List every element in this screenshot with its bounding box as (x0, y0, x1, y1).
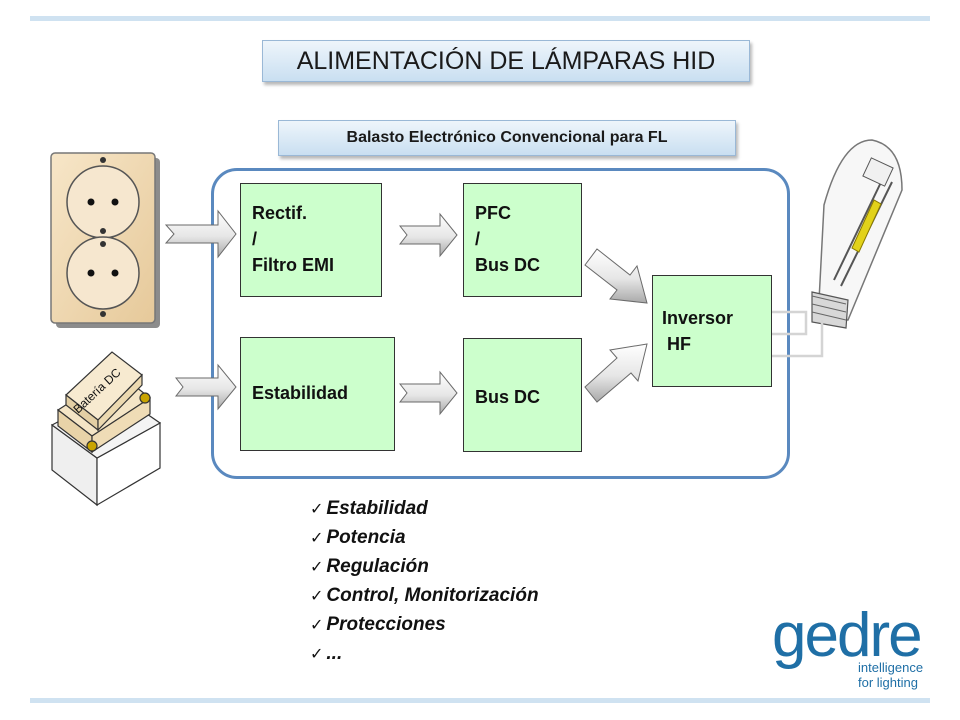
list-item: ✓... (310, 643, 343, 664)
diagram-subtitle: Balasto Electrónico Convencional para FL (278, 120, 736, 156)
block-rectif-label: Rectif. / Filtro EMI (252, 203, 334, 275)
check-icon: ✓ (310, 646, 324, 663)
arrow-socket-to-rectif (164, 209, 237, 259)
slide-title: ALIMENTACIÓN DE LÁMPARAS HID (262, 40, 750, 82)
check-icon: ✓ (310, 501, 324, 518)
check-icon: ✓ (310, 559, 324, 576)
top-rule (30, 16, 930, 21)
wall-socket-icon (50, 152, 160, 328)
block-bus-dc-label: Bus DC (475, 387, 541, 407)
arrow-pfc-to-inversor (584, 248, 648, 304)
check-icon: ✓ (310, 617, 324, 634)
arrow-rectif-to-pfc (398, 212, 458, 258)
feature-list: ✓Estabilidad ✓Potencia ✓Regulación ✓Cont… (310, 494, 539, 668)
list-item: ✓Estabilidad (310, 498, 428, 519)
check-icon: ✓ (310, 588, 324, 605)
hid-lamp-icon (811, 139, 903, 329)
block-bus-dc: Bus DC (463, 338, 582, 452)
block-estabilidad: Estabilidad (240, 337, 395, 451)
lamp-wires (772, 310, 824, 358)
check-icon: ✓ (310, 530, 324, 547)
list-item: ✓Protecciones (310, 614, 446, 635)
block-rectif-filtro-emi: Rectif. / Filtro EMI (240, 183, 382, 297)
list-item: ✓Potencia (310, 527, 406, 548)
battery-icon (50, 351, 162, 507)
list-item: ✓Control, Monitorización (310, 585, 539, 606)
logo-brand: gedre (772, 601, 921, 670)
list-item: ✓Regulación (310, 556, 429, 577)
ballast-frame (211, 168, 790, 479)
block-pfc-label: PFC / Bus DC (475, 203, 541, 275)
logo-tagline: intelligence for lighting (858, 660, 924, 690)
block-estabilidad-label: Estabilidad (252, 383, 349, 403)
arrow-battery-to-estabilidad (174, 363, 237, 411)
block-pfc-bus-dc: PFC / Bus DC (463, 183, 582, 297)
arrow-estabilidad-to-busdc (398, 370, 458, 416)
block-inversor-label: Inversor HF (662, 308, 734, 354)
bottom-rule (30, 698, 930, 703)
block-inversor-hf: Inversor HF (652, 275, 772, 387)
arrow-busdc-to-inversor (584, 343, 648, 403)
